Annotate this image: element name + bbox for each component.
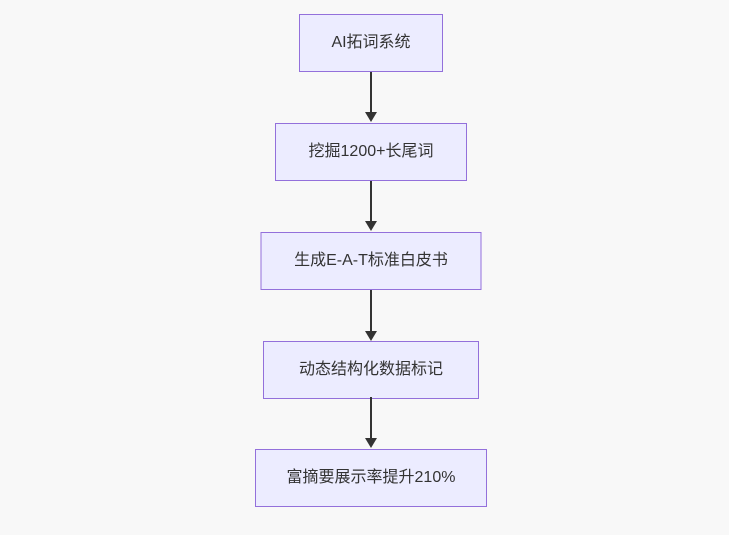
edge-line xyxy=(370,397,372,438)
arrowhead-down-icon xyxy=(365,112,377,122)
arrowhead-down-icon xyxy=(365,331,377,341)
flowchart-node-ai-word-expansion: AI拓词系统 xyxy=(299,14,443,72)
edge-line xyxy=(370,290,372,331)
node-label: 动态结构化数据标记 xyxy=(298,361,443,378)
edge-arrow-2 xyxy=(364,181,378,231)
flowchart-node-rich-snippet-uplift: 富摘要展示率提升210% xyxy=(255,449,487,507)
edge-line xyxy=(370,181,372,221)
flowchart-node-eat-whitepaper: 生成E-A-T标准白皮书 xyxy=(260,232,482,290)
node-label: 生成E-A-T标准白皮书 xyxy=(294,252,448,269)
flowchart-node-structured-data-markup: 动态结构化数据标记 xyxy=(263,341,479,399)
edge-line xyxy=(370,72,372,112)
arrowhead-down-icon xyxy=(365,438,377,448)
arrowhead-down-icon xyxy=(365,221,377,231)
edge-arrow-4 xyxy=(364,397,378,448)
flowchart-node-longtail-mining: 挖掘1200+长尾词 xyxy=(275,123,467,181)
edge-arrow-3 xyxy=(364,290,378,341)
node-label: 富摘要展示率提升210% xyxy=(286,469,456,486)
node-label: AI拓词系统 xyxy=(331,34,411,51)
edge-arrow-1 xyxy=(364,72,378,122)
node-label: 挖掘1200+长尾词 xyxy=(308,143,434,160)
